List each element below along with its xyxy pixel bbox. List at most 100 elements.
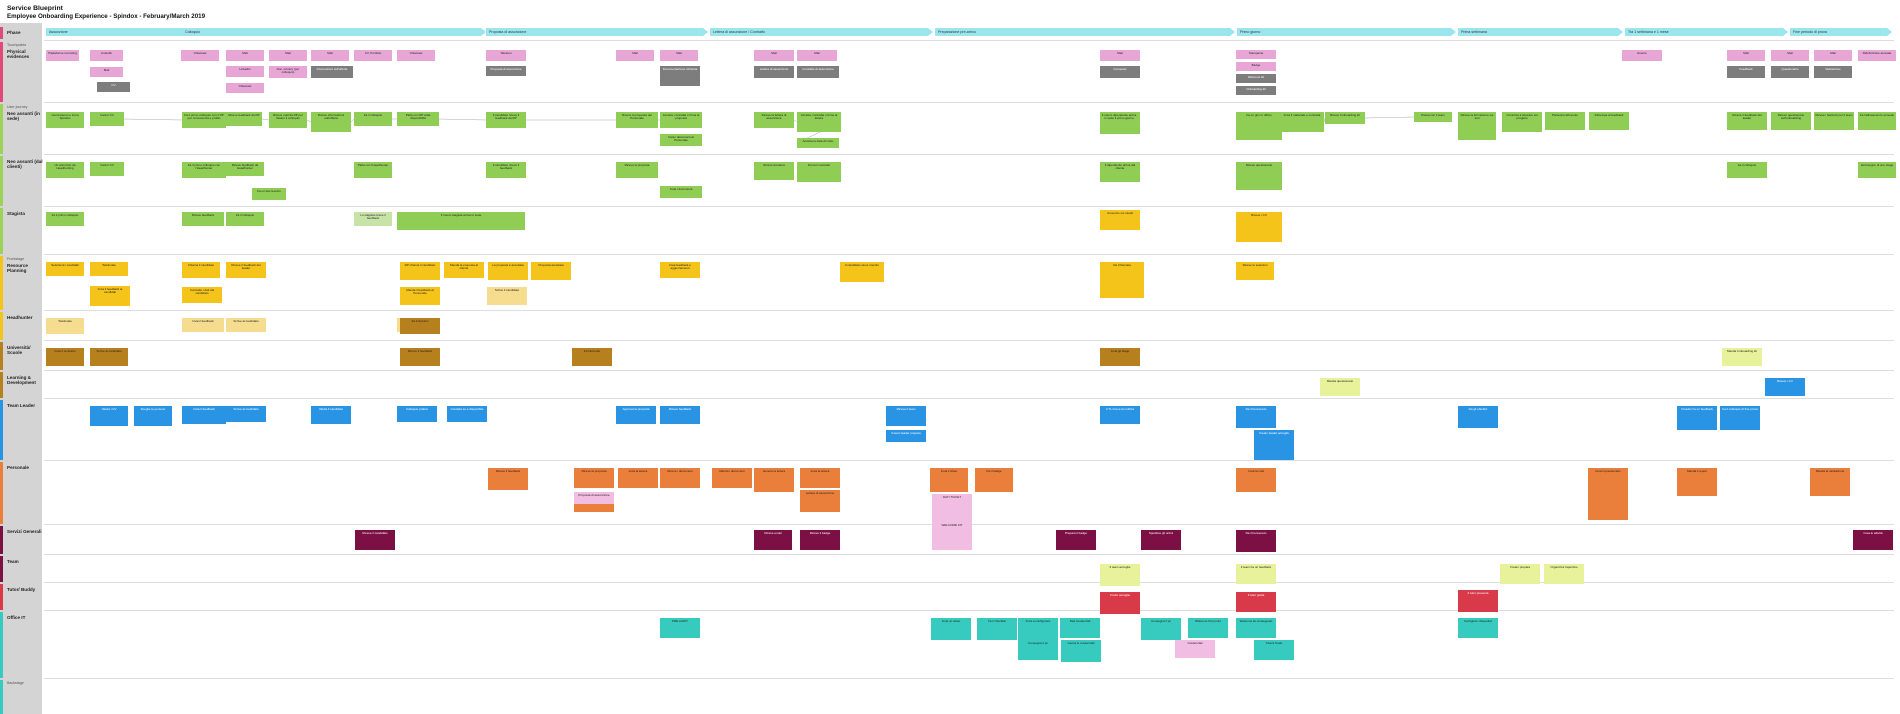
lane-label-tutor: Tutor/ Buddy (7, 587, 36, 592)
note-riceve-i-fascicoli-per-il-te: Riceve i fascicoli per il team (1814, 112, 1854, 130)
note-badge: Badge (1236, 62, 1276, 71)
lane-label-resource_planning: Resource Planning (7, 263, 28, 274)
note-riceve-il-feedback-del-leade: Riceve il feedback del leader (1727, 112, 1767, 130)
note-contatta-se-disponibile: Contatta se è disponibile (447, 406, 487, 422)
phase-1: Assunzione (46, 28, 196, 36)
note-riceve-i-cv: Riceve i CV (1236, 212, 1282, 242)
lane-divider (44, 460, 1894, 461)
note-cv: CV (97, 82, 130, 92)
note-check-finale: Check finale (1254, 640, 1294, 660)
note-invia-il-questionario: Invia il questionario (1588, 468, 1628, 520)
lane-divider (44, 102, 1894, 103)
page-subtitle: Employee Onboarding Experience - Spindox… (7, 13, 206, 20)
note-il-nuovo-dipendente-arriva-i: Il nuovo dipendente arriva in sede il pr… (1100, 112, 1138, 130)
note-invia-il-cv: Invia il CV (90, 162, 124, 176)
lane-sublabel-backstage: Backstage (7, 681, 24, 685)
lane-label-universita: Università/ Scuole (7, 345, 31, 356)
note-invia-il-feedback-ai-candida: Invia il feedback ai candidati (90, 286, 130, 306)
note-accetta-la-data-di-inizio: Accetta la data di inizio (797, 138, 839, 148)
note-welcome-kit: Welcome kit (1236, 74, 1276, 83)
note-approva-la-proposta: Approva la proposta (616, 406, 656, 424)
note-riceve-mail-da-rp-per-fissar: Riceve mail da RP per fissare il colloqu… (269, 112, 307, 128)
lane-stripe-headhunter (0, 312, 3, 340)
note-riceve-feedback: Riceve feedback (182, 212, 224, 226)
note-mail: Mail (616, 50, 654, 61)
lane-stripe-neo_assunti_clienti (0, 156, 3, 206)
lane-label-personale: Personale (7, 465, 29, 470)
note-il-candidato-viene-inserito: Il candidato viene inserito (840, 262, 884, 282)
note-mail: Mail (1100, 50, 1140, 61)
note-da-chiamata: Da Chiamata (1100, 262, 1144, 298)
note-riceve-il-candidato: Riceve il candidato (355, 530, 395, 550)
connector-line (123, 118, 183, 121)
lane-label-neo_assunti_sede: Neo assunti (in sede) (7, 111, 40, 122)
note-cerca-lavoro-e-trova-spindox: Cerca lavoro e trova Spindox (46, 112, 84, 128)
lane-divider (44, 370, 1894, 371)
connector-line (438, 118, 487, 121)
note-riceve-la-formazione-sui-too: Riceve la formazione sui tool (1458, 112, 1496, 140)
note-sceglie-le-persone: Sceglie le persone (134, 406, 172, 426)
note-invia-il-contratto: Invia il contratto (46, 348, 84, 366)
note-riceve-il-feedback-del-leade: Riceve il feedback del leader (226, 262, 266, 278)
note-chiamate: Chiamate (181, 50, 219, 61)
lane-divider (44, 310, 1894, 311)
note-mail: Mail (660, 50, 698, 61)
lane-stripe-stagista (0, 208, 3, 254)
note-il-team-leader-prepara: Il team leader prepara (886, 430, 926, 442)
note-invia-un-ticket: Invia un ticket (931, 618, 971, 640)
note-doc-privacy-per-colloquio: Doc. privacy (per colloquio) (269, 66, 307, 78)
note-ridefinizione-annuale: Ridefinizione annuale (1858, 50, 1896, 61)
note-stampante: Stampante (1236, 50, 1276, 59)
note-firma-il-contratto: Firma il contratto (797, 162, 841, 182)
note-lo-stagista-riceve-il-feedba: Lo stagista riceve il feedback (354, 212, 392, 226)
lane-divider (44, 678, 1894, 679)
note-invia-il-ticket: Invia il ticket (930, 468, 968, 492)
note-onboarding-kit: Onboarding kit (1236, 86, 1276, 95)
lane-divider (44, 340, 1894, 341)
lane-label-headhunter: Headhunter (7, 315, 33, 320)
note-informazioni-sull-offerta: Informazioni sull'offerta (311, 66, 353, 78)
note-chiama-il-candidato: Chiama il candidato (182, 262, 220, 278)
note-da-gli-obiettivi: Da gli obiettivi (1458, 406, 1498, 428)
connector-line (306, 119, 312, 123)
lane-stripe-personale (0, 462, 3, 524)
note-il-nuovo-stagista-arriva-in-: Il nuovo stagista arriva in sede (397, 212, 525, 230)
note-manda-la-valutazione: Manda la valutazione (1810, 468, 1850, 496)
note-valuta-il-candidato: Valuta il candidato (311, 406, 351, 424)
note-un-annuncio-da-headhunting: Un annuncio da Headhunting (46, 162, 84, 178)
note-valuta-i-cv: Valuta i CV (90, 406, 128, 426)
note-partecipa-al-feedback: Partecipa al feedback (1589, 112, 1629, 130)
note-parla-con-l-headhunter: Parla con l'Headhunter (354, 162, 392, 178)
note-questionario: Questionario (1771, 66, 1809, 78)
note-scrive-il-candidato: Scrive il candidato (487, 287, 527, 305)
lane-stripe-team (0, 556, 3, 582)
note-accetta-contratta-o-firma-la: Accetta, contratta o firma la lettera (797, 112, 841, 132)
note-mail: Mail (311, 50, 349, 61)
note-fa-un-giro-in-ufficio: Fa un giro in ufficio (1236, 112, 1282, 140)
phase-2: Colloquio (182, 28, 486, 36)
note-consegna-il-pc: Consegna il pc (1141, 618, 1181, 640)
lane-sublabel-neo_assunti_sede: User journey (7, 105, 28, 109)
note-consegna-il-pc: Consegna il pc (1018, 640, 1058, 660)
note-contratto-i-dati-del-candida: Contratto i dati del candidato (182, 287, 222, 303)
phase-3: Proposta di assunzione (486, 28, 708, 36)
note-il-candidato-riceve-il-feedb: Il candidato riceve il feedback da RP (486, 112, 526, 128)
note-riceve-questionario-sull-onb: Riceve questionario sull'onboarding (1771, 112, 1811, 130)
connector-line (1323, 117, 1326, 123)
note-scrive-al-candidato: Scrive al candidato (90, 348, 128, 366)
note-cv-portfolio: CV, Portfolio (354, 50, 392, 61)
lane-divider (44, 582, 1894, 583)
note-carica-le-credenziali: Carica le credenziali (1061, 640, 1101, 662)
note-riceve-i-cv: Riceve i CV (1765, 378, 1805, 396)
note-organizza-l-aperitivo: Organizza l'aperitivo (1544, 564, 1584, 584)
note-mail: Mail (797, 50, 837, 61)
note-riceve-la-proposta: Riceve la proposta (574, 468, 614, 488)
note-mail: Mail (1814, 50, 1852, 61)
note-seleziona-i-candidati: Seleziona i candidati (46, 262, 84, 276)
note-manda-la-proposta-al-cliente: Manda la proposta al cliente (444, 262, 484, 278)
note-mail: Mail (1771, 50, 1809, 61)
note-genera-la-lettera: Genera la lettera (754, 468, 794, 492)
note-riceve-questionario: Riceve questionario (1236, 162, 1282, 190)
note-partecipa-all-evento: Partecipa all'evento (1545, 112, 1585, 130)
